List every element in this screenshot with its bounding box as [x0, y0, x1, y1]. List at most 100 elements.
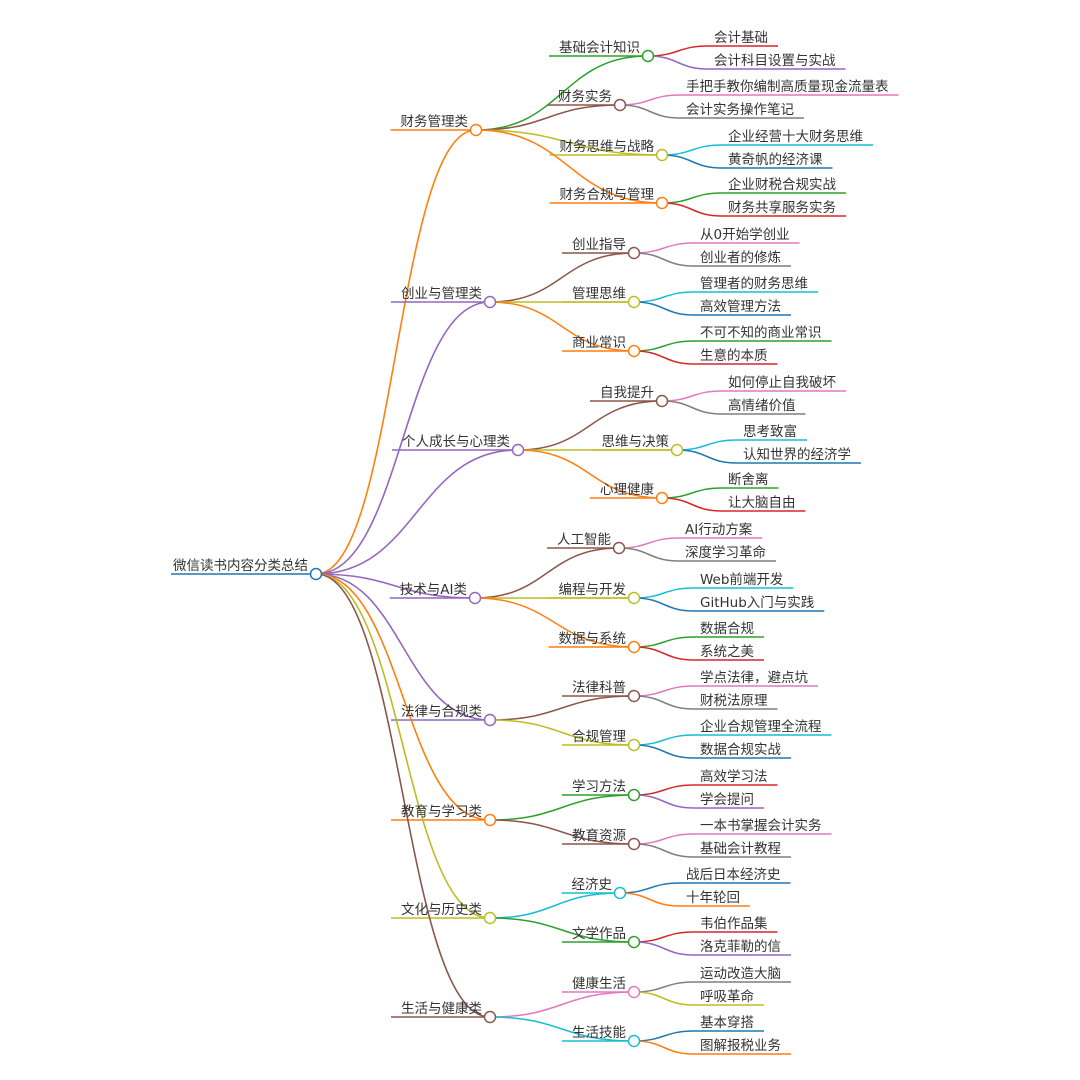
- category-to-subcategory-link: [489, 917, 635, 943]
- category-label: 创业与管理类: [401, 286, 482, 302]
- subcategory-label: 自我提升: [600, 385, 654, 401]
- subcategory-node-circle[interactable]: [627, 1034, 641, 1048]
- subcategory-node-circle[interactable]: [627, 295, 641, 309]
- category-node-circle[interactable]: [483, 713, 497, 727]
- subcategory-node-circle[interactable]: [655, 196, 669, 210]
- subcategory-node-circle[interactable]: [627, 246, 641, 260]
- book-title: 战后日本经济史: [686, 867, 781, 883]
- category-to-subcategory-link: [474, 597, 635, 648]
- subcategory-to-book-link: [633, 301, 695, 316]
- subcategory-label: 财务合规与管理: [560, 187, 655, 203]
- subcategory-to-book-link: [633, 291, 695, 303]
- book-title: 让大脑自由: [728, 495, 796, 511]
- category-node-circle[interactable]: [483, 813, 497, 827]
- book-title: 洛克菲勒的信: [700, 939, 781, 955]
- subcategory-to-book-link: [633, 734, 695, 746]
- subcategory-to-book-link: [633, 587, 695, 599]
- book-title: 生意的本质: [700, 347, 768, 364]
- subcategory-node-circle[interactable]: [670, 443, 684, 457]
- subcategory-node-circle[interactable]: [627, 640, 641, 654]
- book-title: 呼吸革命: [700, 988, 754, 1005]
- category-node-circle[interactable]: [483, 1010, 497, 1024]
- subcategory-to-book-link: [661, 202, 723, 217]
- subcategory-node-circle[interactable]: [641, 49, 655, 63]
- subcategory-label: 创业指导: [572, 237, 626, 253]
- category-label: 生活与健康类: [401, 1000, 482, 1017]
- subcategory-to-book-link: [633, 941, 695, 956]
- subcategory-node-circle[interactable]: [627, 689, 641, 703]
- category-label: 财务管理类: [401, 114, 469, 130]
- category-to-subcategory-link: [489, 301, 635, 352]
- book-title: 高效学习法: [700, 768, 768, 785]
- subcategory-label: 心理健康: [600, 481, 654, 498]
- subcategory-to-book-link: [633, 350, 695, 365]
- category-to-subcategory-link: [489, 892, 621, 919]
- subcategory-label: 学习方法: [572, 779, 626, 795]
- subcategory-label: 财务思维与战略: [560, 139, 655, 155]
- subcategory-label: 健康生活: [572, 975, 626, 992]
- root-to-category-link: [315, 129, 477, 575]
- book-title: 数据合规实战: [700, 742, 781, 758]
- book-title: AI行动方案: [685, 521, 753, 538]
- subcategory-to-book-link: [633, 843, 695, 858]
- subcategory-node-circle[interactable]: [655, 394, 669, 408]
- category-to-subcategory-link: [517, 400, 663, 451]
- book-title: 如何停止自我破坏: [728, 374, 836, 391]
- category-node-circle[interactable]: [483, 295, 497, 309]
- category-to-subcategory-link: [489, 695, 635, 721]
- category-node-circle[interactable]: [469, 123, 483, 137]
- subcategory-to-book-link: [633, 1030, 695, 1042]
- subcategory-node-circle[interactable]: [627, 985, 641, 999]
- subcategory-to-book-link: [619, 104, 681, 119]
- subcategory-node-circle[interactable]: [612, 541, 626, 555]
- subcategory-label: 管理思维: [572, 286, 626, 302]
- book-title: 基础会计教程: [700, 840, 781, 857]
- book-title: 数据合规: [700, 621, 754, 637]
- subcategory-node-circle[interactable]: [613, 886, 627, 900]
- subcategory-node-circle[interactable]: [627, 344, 641, 358]
- subcategory-node-circle[interactable]: [655, 148, 669, 162]
- book-title: 高情绪价值: [728, 397, 796, 414]
- subcategory-to-book-link: [618, 537, 680, 549]
- book-title: 会计实务操作笔记: [686, 102, 794, 118]
- book-title: 韦伯作品集: [700, 916, 768, 932]
- subcategory-to-book-link: [633, 646, 695, 661]
- root-to-category-link: [315, 573, 491, 821]
- subcategory-node-circle[interactable]: [627, 788, 641, 802]
- book-title: 十年轮回: [686, 890, 740, 906]
- subcategory-to-book-link: [661, 400, 723, 415]
- subcategory-to-book-link: [633, 1040, 695, 1055]
- subcategory-label: 数据与系统: [559, 631, 627, 647]
- category-to-subcategory-link: [475, 129, 663, 204]
- subcategory-label: 经济史: [572, 877, 613, 893]
- subcategory-to-book-link: [661, 487, 723, 499]
- book-title: 会计基础: [714, 29, 768, 46]
- subcategory-node-circle[interactable]: [613, 98, 627, 112]
- book-title: 会计科目设置与实战: [714, 53, 836, 69]
- subcategory-node-circle[interactable]: [627, 935, 641, 949]
- category-label: 法律与合规类: [401, 704, 482, 720]
- category-node-circle[interactable]: [511, 443, 525, 457]
- subcategory-node-circle[interactable]: [627, 591, 641, 605]
- subcategory-node-circle[interactable]: [627, 738, 641, 752]
- subcategory-to-book-link: [633, 744, 695, 759]
- subcategory-node-circle[interactable]: [627, 837, 641, 851]
- root-to-category-link: [315, 573, 476, 599]
- book-title: 思考致富: [743, 423, 797, 440]
- subcategory-to-book-link: [661, 154, 723, 169]
- category-node-circle[interactable]: [483, 911, 497, 925]
- book-title: 断舍离: [728, 471, 769, 488]
- category-to-subcategory-link: [489, 252, 635, 303]
- subcategory-label: 教育资源: [572, 828, 626, 844]
- node-layer: 微信读书内容分类总结财务管理类基础会计知识会计基础会计科目设置与实战财务实务手把…: [173, 29, 889, 1054]
- subcategory-to-book-link: [633, 991, 695, 1006]
- book-title: 不可不知的商业常识: [700, 324, 822, 341]
- book-title: 财务共享服务实务: [728, 199, 836, 216]
- root-node-circle[interactable]: [309, 567, 323, 581]
- subcategory-node-circle[interactable]: [655, 491, 669, 505]
- book-title: 深度学习革命: [685, 544, 766, 561]
- subcategory-to-book-link: [661, 192, 723, 204]
- category-node-circle[interactable]: [468, 591, 482, 605]
- category-to-subcategory-link: [489, 719, 635, 746]
